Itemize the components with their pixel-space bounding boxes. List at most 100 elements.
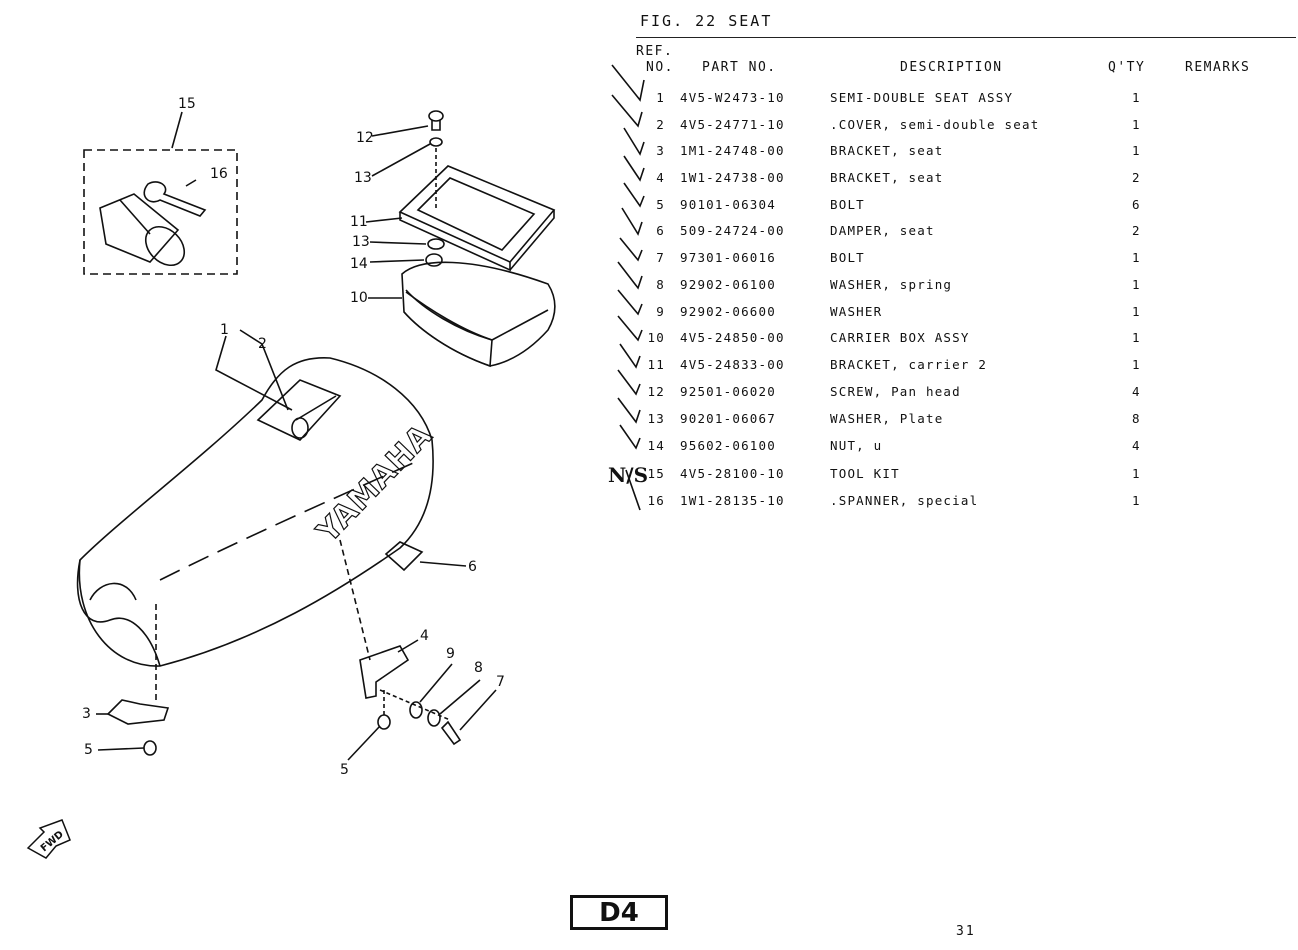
part-no: 509-24724-00 — [680, 223, 785, 238]
header-rule — [636, 37, 1296, 38]
qty: 2 — [1132, 223, 1141, 238]
ref-no: 2 — [656, 117, 665, 132]
description: .SPANNER, special — [830, 493, 979, 508]
header-description: DESCRIPTION — [900, 60, 1003, 75]
ref-no: 11 — [647, 357, 665, 372]
header-ref-line1: REF. — [636, 44, 674, 59]
seat-logo: YAMAHA — [310, 418, 440, 551]
callout-4: 4 — [420, 628, 429, 644]
description: BOLT — [830, 250, 865, 265]
header-remarks: REMARKS — [1185, 60, 1251, 75]
callout-1: 1 — [220, 322, 229, 338]
part-no: 1M1-24748-00 — [680, 143, 785, 158]
ref-no: 14 — [647, 438, 665, 453]
qty: 8 — [1132, 411, 1141, 426]
callout-10: 10 — [350, 290, 368, 306]
table-row: 9 92902-06600 WASHER 1 — [640, 304, 1200, 324]
qty: 1 — [1132, 117, 1141, 132]
ref-no: 13 — [647, 411, 665, 426]
qty: 1 — [1132, 250, 1141, 265]
table-row: 16 1W1-28135-10 .SPANNER, special 1 — [640, 493, 1200, 513]
part-no: 95602-06100 — [680, 438, 776, 453]
part-no: 90201-06067 — [680, 411, 776, 426]
part-no: 1W1-28135-10 — [680, 493, 785, 508]
qty: 1 — [1132, 466, 1141, 481]
ref-no: 3 — [656, 143, 665, 158]
part-no: 92902-06600 — [680, 304, 776, 319]
part-no: 4V5-24850-00 — [680, 330, 785, 345]
description: WASHER, spring — [830, 277, 953, 292]
header-qty: Q'TY — [1108, 60, 1146, 75]
part-no: 97301-06016 — [680, 250, 776, 265]
description: BOLT — [830, 197, 865, 212]
ref-no: 5 — [656, 197, 665, 212]
carrier-bracket — [398, 165, 556, 272]
description: BRACKET, carrier 2 — [830, 357, 988, 372]
table-row: 3 1M1-24748-00 BRACKET, seat 1 — [640, 143, 1200, 163]
ref-no: 4 — [656, 170, 665, 185]
callout-13b: 13 — [352, 234, 370, 250]
description: SCREW, Pan head — [830, 384, 961, 399]
ref-no: 10 — [647, 330, 665, 345]
ref-no: 7 — [656, 250, 665, 265]
washer-8 — [427, 709, 441, 727]
part-no: 4V5-24833-00 — [680, 357, 785, 372]
qty: 1 — [1132, 143, 1141, 158]
bolt-5a — [143, 740, 157, 756]
header-ref-line2: NO. — [646, 60, 674, 75]
part-no: 92501-06020 — [680, 384, 776, 399]
description: WASHER — [830, 304, 883, 319]
check-marks — [611, 64, 645, 511]
page-code-box: D4 — [570, 895, 668, 930]
callout-15: 15 — [178, 96, 196, 112]
description: SEMI-DOUBLE SEAT ASSY — [830, 90, 1014, 105]
fwd-arrow-icon: FWD — [26, 819, 71, 859]
qty: 1 — [1132, 304, 1141, 319]
header-part-no: PART NO. — [702, 60, 777, 75]
part-no: 1W1-24738-00 — [680, 170, 785, 185]
qty: 1 — [1132, 493, 1141, 508]
description: DAMPER, seat — [830, 223, 935, 238]
tool-kit-pouch — [99, 193, 186, 267]
qty: 6 — [1132, 197, 1141, 212]
description: TOOL KIT — [830, 466, 900, 481]
table-row: 2 4V5-24771-10 .COVER, semi-double seat 1 — [640, 117, 1200, 137]
table-row: 7 97301-06016 BOLT 1 — [640, 250, 1200, 270]
ref-no: 12 — [647, 384, 665, 399]
callout-16: 16 — [210, 166, 228, 182]
tool-kit-outline — [83, 149, 238, 275]
callout-14: 14 — [350, 256, 368, 272]
part-no: 4V5-28100-10 — [680, 466, 785, 481]
part-no: 4V5-24771-10 — [680, 117, 785, 132]
ref-no: 1 — [656, 90, 665, 105]
qty: 4 — [1132, 384, 1141, 399]
page-number: 31 — [956, 924, 976, 939]
ref-no: 8 — [656, 277, 665, 292]
description: WASHER, Plate — [830, 411, 944, 426]
spanner — [143, 181, 207, 217]
callout-6: 6 — [468, 559, 477, 575]
handwritten-mark: N/S — [608, 463, 648, 487]
qty: 4 — [1132, 438, 1141, 453]
seat-bracket-4 — [359, 645, 410, 699]
seat-bracket-3 — [106, 699, 170, 725]
callout-11: 11 — [350, 214, 368, 230]
qty: 1 — [1132, 357, 1141, 372]
ref-no: 9 — [656, 304, 665, 319]
ref-no: 16 — [647, 493, 665, 508]
description: .COVER, semi-double seat — [830, 117, 1040, 132]
table-row: 13 90201-06067 WASHER, Plate 8 — [640, 411, 1200, 431]
bolt-7 — [440, 720, 462, 746]
box-hardware — [425, 110, 445, 267]
qty: 1 — [1132, 90, 1141, 105]
table-row: 11 4V5-24833-00 BRACKET, carrier 2 1 — [640, 357, 1200, 377]
description: BRACKET, seat — [830, 170, 944, 185]
seat — [76, 357, 434, 667]
description: BRACKET, seat — [830, 143, 944, 158]
